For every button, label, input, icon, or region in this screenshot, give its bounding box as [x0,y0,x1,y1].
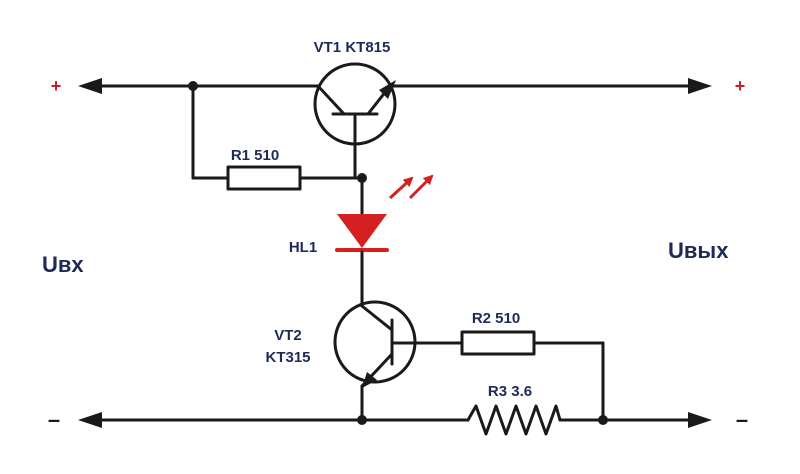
output-voltage-label: Uвых [668,238,729,263]
input-plus-arrow-icon [78,78,102,94]
top-rail [78,78,712,94]
light-emission-arrow-icon [388,176,414,200]
r2-label: R2 510 [472,310,520,327]
input-plus-sign: + [51,76,62,96]
vt2-label-line1: VT2 [274,327,302,344]
hl1-led-symbol [335,174,434,308]
input-minus-arrow-icon [78,412,102,428]
output-minus-sign: – [736,407,748,432]
vt1-transistor-symbol [313,62,397,180]
bottom-rail [78,412,712,428]
input-voltage-label: Uвх [42,252,84,277]
input-minus-sign: – [48,407,60,432]
vt2-transistor-symbol [333,300,464,422]
output-plus-sign: + [735,76,746,96]
r3-resistor-symbol [466,404,562,436]
r1-label: R1 510 [231,147,279,164]
r2-resistor-symbol [460,330,605,422]
vt1-label: VT1 KT815 [314,39,391,56]
light-emission-arrow-icon [408,174,434,200]
output-plus-arrow-icon [688,78,712,94]
r3-label: R3 3.6 [488,383,532,400]
output-minus-arrow-icon [688,412,712,428]
vt2-label-line2: KT315 [265,349,310,366]
r1-resistor-symbol [191,84,367,191]
hl1-label: HL1 [289,239,317,256]
